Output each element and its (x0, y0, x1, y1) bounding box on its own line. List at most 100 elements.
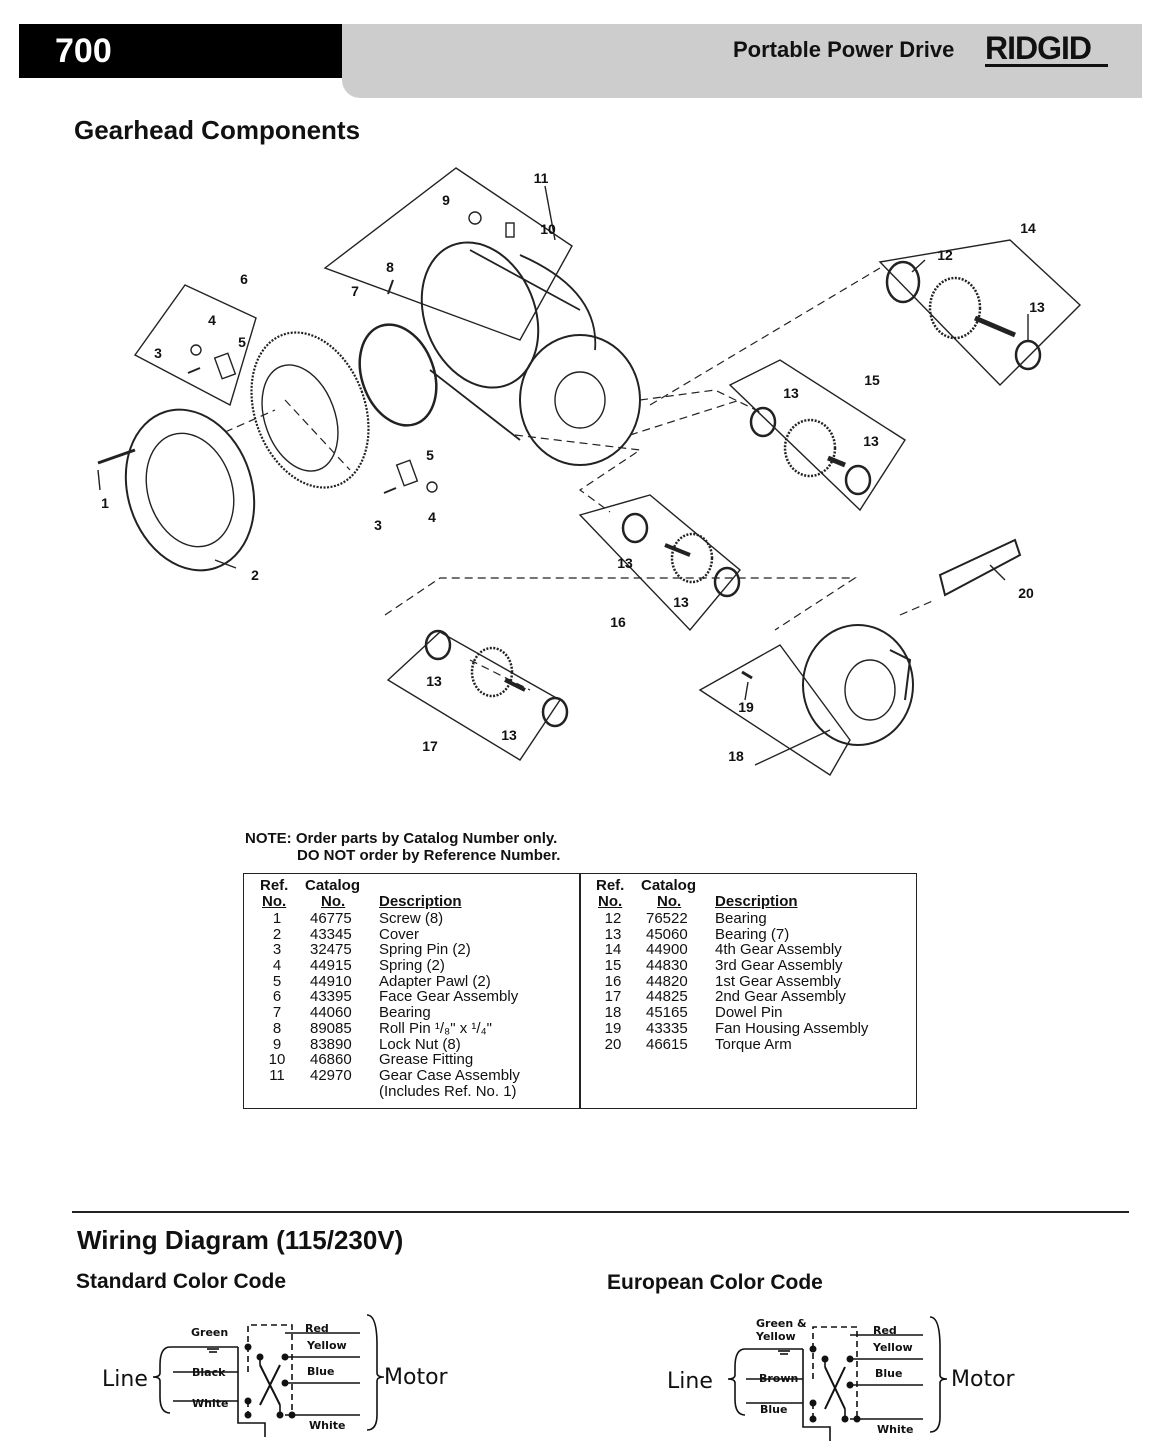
cell-desc: Bearing (715, 910, 767, 927)
table-row: 15 44830 3rd Gear Assembly (580, 958, 917, 974)
callout-1: 1 (101, 495, 109, 511)
header-ref: Ref. (596, 877, 625, 894)
cell-desc: Bearing (7) (715, 925, 790, 943)
cell-ref: 18 (604, 1004, 622, 1022)
callout-2: 2 (251, 567, 259, 583)
cell-desc: Fan Housing Assembly (715, 1019, 869, 1037)
cell-catalog: 43345 (310, 925, 352, 943)
callout-13: 13 (501, 727, 517, 743)
group-box-15 (728, 359, 906, 512)
cell-catalog: 89085 (310, 1019, 352, 1037)
std-motor-label: Motor (384, 1365, 449, 1390)
eur-wire-yellow: Yellow (872, 1341, 913, 1354)
cell-desc: 1st Gear Assembly (715, 972, 841, 990)
callout-16: 16 (610, 614, 626, 630)
cell-ref: 5 (272, 972, 282, 990)
callout-7: 7 (351, 283, 359, 299)
cell-desc: Torque Arm (715, 1035, 792, 1053)
diagram-callouts: 1233445567891011121313131313131314151617… (101, 170, 1045, 764)
group-box-17 (386, 631, 561, 761)
european-wiring-diagram: Line Motor Green & Yellow Brown Blue Red… (667, 1316, 1016, 1441)
wiring-title: Wiring Diagram (115/230V) (77, 1225, 404, 1255)
cell-ref: 16 (604, 972, 622, 990)
header-ref-no: No. (598, 893, 623, 910)
table-row: 11 42970 Gear Case Assembly (244, 1068, 579, 1084)
cell-desc: (Includes Ref. No. 1) (379, 1082, 517, 1100)
callout-15: 15 (864, 372, 880, 388)
cell-ref: 15 (604, 957, 622, 975)
cell-desc: Grease Fitting (379, 1051, 474, 1069)
cell-catalog: 44830 (646, 957, 688, 975)
cell-catalog: 44060 (310, 1004, 352, 1022)
callout-14: 14 (1020, 220, 1036, 236)
brand-logo: RIDGID (985, 30, 1092, 66)
group-box-16 (578, 494, 741, 632)
callout-6: 6 (240, 271, 248, 287)
eur-wire-green-yellow-2: Yellow (755, 1330, 796, 1343)
callout-13: 13 (1029, 299, 1045, 315)
callout-3: 3 (154, 345, 162, 361)
cell-ref: 7 (272, 1004, 282, 1022)
table-row: 12 76522 Bearing (580, 911, 917, 927)
cell-desc: 4th Gear Assembly (715, 941, 842, 959)
cell-catalog: 42970 (310, 1066, 352, 1084)
cell-desc: 3rd Gear Assembly (715, 957, 843, 975)
table-row: (Includes Ref. No. 1) (244, 1082, 579, 1100)
note-line-1: NOTE: Order parts by Catalog Number only… (245, 830, 558, 847)
callout-13: 13 (673, 594, 689, 610)
group-box-6 (133, 284, 257, 407)
cell-ref: 3 (272, 941, 282, 959)
cell-catalog: 44900 (646, 941, 688, 959)
callout-20: 20 (1018, 585, 1034, 601)
header-tab (342, 76, 1142, 98)
exploded-parts-diagram: 1233445567891011121313131313131314151617… (97, 167, 1082, 776)
cell-catalog: 43335 (646, 1019, 688, 1037)
cell-ref: 14 (604, 941, 622, 959)
eur-wire-white: White (877, 1423, 913, 1436)
callout-4: 4 (208, 312, 216, 328)
cell-ref: 11 (269, 1066, 285, 1084)
group-box-18 (698, 644, 851, 776)
eur-motor-label: Motor (951, 1367, 1016, 1392)
table-header: Ref. No. Catalog No. Description (580, 878, 917, 911)
callout-12: 12 (937, 247, 953, 263)
cell-desc: Lock Nut (8) (379, 1035, 461, 1053)
header-ref-no: No. (262, 893, 287, 910)
cell-ref: 6 (272, 988, 282, 1006)
standard-code-title: Standard Color Code (76, 1270, 287, 1293)
order-note: NOTE: Order parts by Catalog Number only… (245, 830, 560, 864)
cell-ref: 20 (604, 1035, 622, 1053)
cell-catalog: 44910 (310, 972, 352, 990)
cell-ref: 8 (272, 1019, 282, 1037)
header-catalog: Catalog (641, 877, 697, 894)
cell-catalog: 44820 (646, 972, 688, 990)
callout-13: 13 (863, 433, 879, 449)
std-wire-red: Red (305, 1322, 329, 1335)
table-header: Ref. No. Catalog No. Description (244, 878, 579, 911)
callout-13: 13 (426, 673, 442, 689)
standard-wiring-diagram: Line Motor Green Black White Red Yellow … (102, 1314, 449, 1437)
table-row: 14 44900 4th Gear Assembly (580, 942, 917, 958)
cell-ref: 12 (604, 910, 622, 927)
std-wire-green: Green (191, 1326, 228, 1339)
cell-desc: Spring Pin (2) (379, 941, 471, 959)
cell-catalog: 76522 (646, 910, 688, 927)
callout-10: 10 (540, 221, 556, 237)
callout-4: 4 (428, 509, 436, 525)
page-title: Portable Power Drive (733, 37, 955, 62)
cell-desc: Gear Case Assembly (379, 1066, 520, 1084)
section-divider (72, 1211, 1129, 1213)
callout-19: 19 (738, 699, 754, 715)
